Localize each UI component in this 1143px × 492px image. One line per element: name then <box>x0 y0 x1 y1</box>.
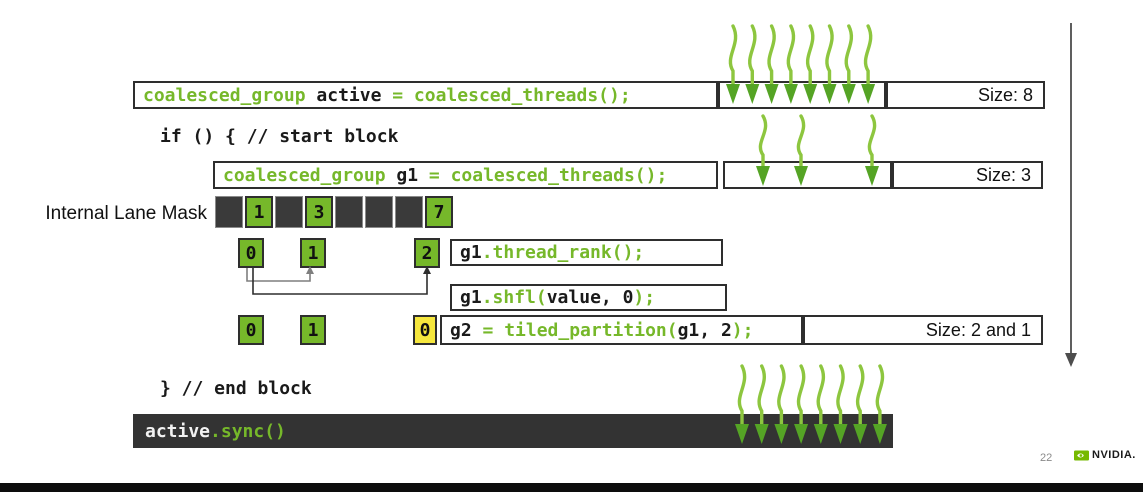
code-token: value, 0 <box>546 287 634 308</box>
wavy-down-arrow-icon <box>748 24 757 88</box>
thread-arrows-sync <box>735 364 887 444</box>
thread-rank-square: 1 <box>300 238 326 268</box>
code-token: g1 <box>460 242 482 263</box>
wavy-down-arrow-icon <box>867 114 877 170</box>
arrow-head-icon <box>794 166 808 186</box>
wavy-down-arrow-icon <box>796 364 806 428</box>
wavy-down-arrow-icon <box>875 364 885 428</box>
wavy-down-arrow-icon <box>805 24 815 88</box>
lane-mask-square-active: 3 <box>305 196 333 228</box>
lane-mask-square-active: 1 <box>245 196 273 228</box>
arrow-head-icon <box>774 424 789 444</box>
thread-arrows-g1 <box>756 114 879 186</box>
code-token: .sync() <box>210 420 286 442</box>
arrow-head-icon <box>783 84 798 104</box>
code-token: g2 <box>450 319 483 341</box>
lane-mask-square-inactive <box>365 196 393 228</box>
wavy-down-arrow-icon <box>777 364 786 428</box>
wavy-down-arrow-icon <box>855 364 865 428</box>
wavy-down-arrow-icon <box>816 364 826 428</box>
wavy-down-arrow-icon <box>757 364 766 428</box>
code-token: g1 <box>460 287 482 308</box>
wavy-down-arrow-icon <box>728 24 738 88</box>
lane-mask-square-inactive <box>395 196 423 228</box>
code-token: ); <box>731 319 754 341</box>
wavy-down-arrow-icon <box>737 364 747 428</box>
timeline-down-arrow-icon <box>1065 23 1077 367</box>
code-token: g1 <box>396 164 429 186</box>
code-token: = coalesced_threads(); <box>392 84 631 106</box>
size-badge-g2: Size: 2 and 1 <box>803 315 1043 345</box>
wavy-down-arrow-icon <box>863 24 873 88</box>
arrow-head-icon <box>872 424 887 444</box>
wavy-down-arrow-icon <box>825 24 834 88</box>
arrow-head-icon <box>853 424 868 444</box>
arrow-head-icon <box>822 84 837 104</box>
nvidia-logo: NVIDIA. <box>1074 449 1136 461</box>
code-box-tiled-partition: g2 = tiled_partition(g1, 2); <box>440 315 803 345</box>
thread-lane-box-g1 <box>723 161 892 189</box>
lane-mask-square-inactive <box>335 196 363 228</box>
slide-bottom-rule <box>0 483 1143 492</box>
wavy-down-arrow-icon <box>836 364 845 428</box>
shfl-broadcast-arrows <box>246 266 431 295</box>
wavy-down-arrow-icon <box>786 24 796 88</box>
wavy-down-arrow-icon <box>767 24 776 88</box>
code-token: coalesced_group <box>223 164 397 186</box>
arrow-head-icon <box>865 166 879 186</box>
lane-mask-square-inactive <box>215 196 243 228</box>
code-token: .thread_rank(); <box>481 242 645 263</box>
code-token: = coalesced_threads(); <box>428 164 668 186</box>
arrow-head-icon <box>756 166 770 186</box>
arrow-head-icon <box>764 84 779 104</box>
wavy-down-arrow-icon <box>796 114 806 170</box>
code-token: ); <box>633 287 656 308</box>
arrow-head-icon <box>726 84 740 104</box>
code-box-g1-decl: coalesced_group g1 = coalesced_threads()… <box>213 161 718 189</box>
code-token: .shfl( <box>481 287 547 308</box>
code-line-end-block: } // end block <box>160 378 312 399</box>
arrow-head-icon <box>794 424 809 444</box>
size-badge-active: Size: 8 <box>886 81 1045 109</box>
wavy-down-arrow-icon <box>758 114 768 170</box>
thread-arrows-active <box>726 24 876 104</box>
arrow-head-icon <box>833 424 848 444</box>
code-box-active-decl: coalesced_group active = coalesced_threa… <box>133 81 718 109</box>
sync-bar: active.sync() <box>133 414 893 448</box>
arrow-head-icon <box>745 84 760 104</box>
nvidia-wordmark: NVIDIA. <box>1092 449 1136 461</box>
arrow-head-icon <box>861 84 876 104</box>
code-token: = tiled_partition( <box>482 319 678 341</box>
page-number: 22 <box>1040 452 1053 464</box>
code-token: g1, 2 <box>677 319 732 341</box>
tiled-partition-square-yellow: 0 <box>413 315 437 345</box>
lane-mask-square-inactive <box>275 196 303 228</box>
tiled-partition-square-green: 0 <box>238 315 264 345</box>
arrow-head-icon <box>735 424 749 444</box>
arrow-head-icon <box>841 84 856 104</box>
code-line-if: if () { // start block <box>160 126 399 147</box>
size-badge-active-label: Size: 8 <box>977 84 1033 105</box>
lane-mask-square-active: 7 <box>425 196 453 228</box>
code-token: active <box>316 84 393 106</box>
lane-mask-label: Internal Lane Mask <box>45 203 207 224</box>
arrow-head-icon <box>813 424 828 444</box>
code-token: active <box>145 420 211 442</box>
size-badge-g2-label: Size: 2 and 1 <box>925 319 1031 340</box>
thread-rank-square: 0 <box>238 238 264 268</box>
nvidia-eye-icon <box>1074 450 1089 460</box>
size-badge-g1-label: Size: 3 <box>975 164 1031 185</box>
tiled-partition-square-green: 1 <box>300 315 326 345</box>
arrow-head-icon <box>754 424 769 444</box>
code-box-shfl: g1.shfl(value, 0); <box>450 284 727 311</box>
wavy-down-arrow-icon <box>844 24 854 88</box>
code-box-thread-rank: g1.thread_rank(); <box>450 239 723 266</box>
code-token: coalesced_group <box>143 84 317 106</box>
arrow-head-icon <box>803 84 818 104</box>
size-badge-g1: Size: 3 <box>892 161 1043 189</box>
